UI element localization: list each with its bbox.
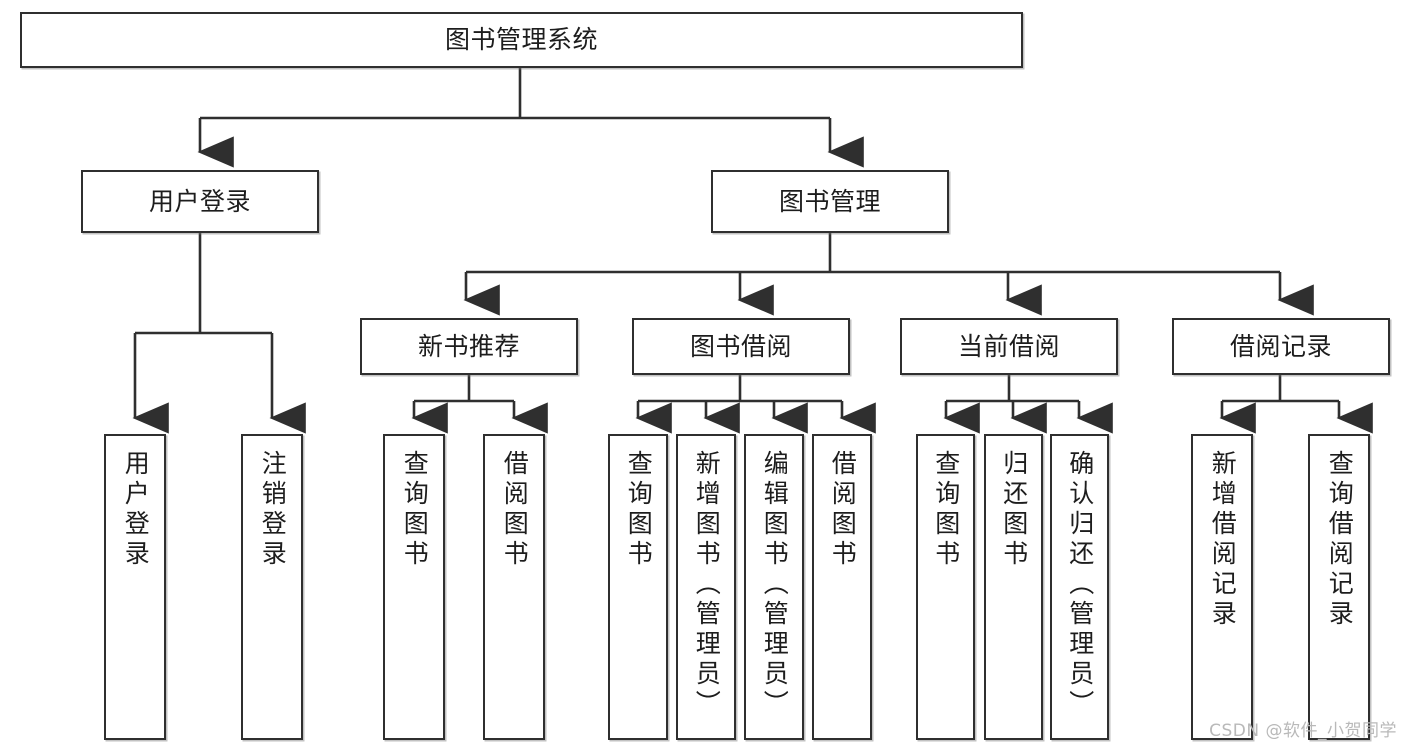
node-leaf-edit-book[interactable]: 编辑图书（管理员） <box>744 434 804 740</box>
node-label: 图书借阅 <box>689 331 792 361</box>
node-label: 当前借阅 <box>957 331 1060 361</box>
node-label: 编辑图书（管理员） <box>760 450 790 720</box>
node-book-manage[interactable]: 图书管理 <box>711 170 949 233</box>
node-label: 借阅图书 <box>500 450 530 570</box>
node-leaf-query-book-2[interactable]: 查询图书 <box>608 434 668 740</box>
node-label: 新书推荐 <box>417 331 520 361</box>
node-label: 查询图书 <box>624 450 654 570</box>
node-leaf-add-record[interactable]: 新增借阅记录 <box>1191 434 1253 740</box>
watermark-text: CSDN @软件_小贺同学 <box>1209 721 1397 741</box>
node-label: 注销登录 <box>258 450 288 570</box>
node-label: 图书管理系统 <box>444 25 598 55</box>
node-leaf-query-book-3[interactable]: 查询图书 <box>916 434 975 740</box>
node-leaf-add-book[interactable]: 新增图书（管理员） <box>676 434 736 740</box>
node-label: 查询图书 <box>931 450 961 570</box>
node-book-borrow[interactable]: 图书借阅 <box>632 318 850 375</box>
node-user-login[interactable]: 用户登录 <box>81 170 319 233</box>
node-leaf-confirm-return[interactable]: 确认归还（管理员） <box>1050 434 1109 740</box>
node-label: 用户登录 <box>121 450 151 570</box>
node-label: 借阅图书 <box>828 450 858 570</box>
node-label: 用户登录 <box>148 186 251 216</box>
node-label: 确认归还（管理员） <box>1065 450 1095 720</box>
node-label: 新增图书（管理员） <box>692 450 722 720</box>
node-current-borrow[interactable]: 当前借阅 <box>900 318 1118 375</box>
node-leaf-borrow-book-2[interactable]: 借阅图书 <box>812 434 872 740</box>
node-label: 归还图书 <box>999 450 1029 570</box>
node-label: 图书管理 <box>778 186 881 216</box>
node-leaf-query-book-1[interactable]: 查询图书 <box>383 434 445 740</box>
node-label: 借阅记录 <box>1229 331 1332 361</box>
node-label: 查询借阅记录 <box>1325 450 1355 630</box>
node-leaf-return-book[interactable]: 归还图书 <box>984 434 1043 740</box>
node-leaf-query-record[interactable]: 查询借阅记录 <box>1308 434 1370 740</box>
node-label: 新增借阅记录 <box>1208 450 1238 630</box>
node-label: 查询图书 <box>400 450 430 570</box>
node-leaf-borrow-book-1[interactable]: 借阅图书 <box>483 434 545 740</box>
node-borrow-record[interactable]: 借阅记录 <box>1172 318 1390 375</box>
node-root-system[interactable]: 图书管理系统 <box>20 12 1023 68</box>
node-new-book-recommend[interactable]: 新书推荐 <box>360 318 578 375</box>
node-leaf-user-logout[interactable]: 注销登录 <box>241 434 303 740</box>
node-leaf-user-login[interactable]: 用户登录 <box>104 434 166 740</box>
